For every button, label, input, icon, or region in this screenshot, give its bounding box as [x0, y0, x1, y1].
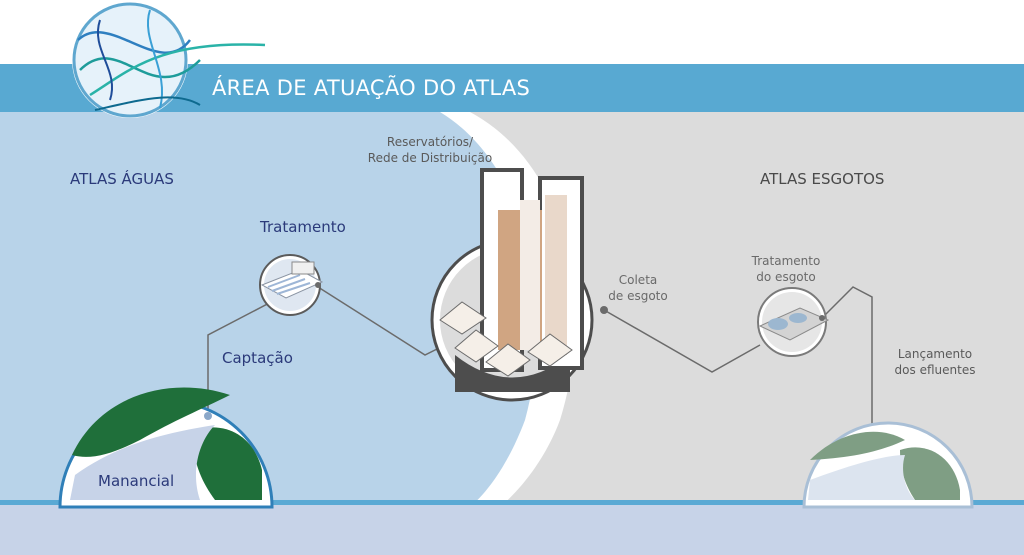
label-captacao: Captação	[222, 349, 293, 367]
ground-line	[0, 500, 1024, 508]
section-atlas-esgotos: ATLAS ESGOTOS	[760, 170, 885, 188]
water-treatment-bubble	[259, 254, 324, 316]
label-manancial: Manancial	[98, 472, 175, 490]
section-atlas-aguas: ATLAS ÁGUAS	[70, 170, 174, 188]
label-tratamento: Tratamento	[260, 218, 346, 236]
label-lancamento-line1: Lançamento	[897, 347, 973, 361]
label-reservatorios-line1: Reservatórios/	[386, 135, 474, 149]
label-tratamento-esgoto: Tratamento do esgoto	[744, 253, 828, 285]
label-coleta-line1: Coleta	[618, 273, 658, 287]
atlas-logo	[72, 2, 266, 118]
effluent-dome	[802, 421, 974, 509]
label-tratamento-esgoto-line1: Tratamento	[751, 254, 821, 268]
sewage-treatment-bubble	[757, 287, 830, 357]
label-reservatorios: Reservatórios/ Rede de Distribuição	[360, 134, 500, 166]
page-title: ÁREA DE ATUAÇÃO DO ATLAS	[212, 76, 531, 100]
label-lancamento: Lançamento dos efluentes	[880, 346, 990, 378]
label-reservatorios-line2: Rede de Distribuição	[367, 151, 493, 165]
manancial-dome	[58, 387, 274, 509]
city-bubble	[430, 168, 608, 402]
label-lancamento-line2: dos efluentes	[894, 363, 976, 377]
label-coleta: Coleta de esgoto	[600, 272, 676, 304]
label-coleta-line2: de esgoto	[608, 289, 668, 303]
ground	[0, 505, 1024, 555]
label-tratamento-esgoto-line2: do esgoto	[756, 270, 816, 284]
